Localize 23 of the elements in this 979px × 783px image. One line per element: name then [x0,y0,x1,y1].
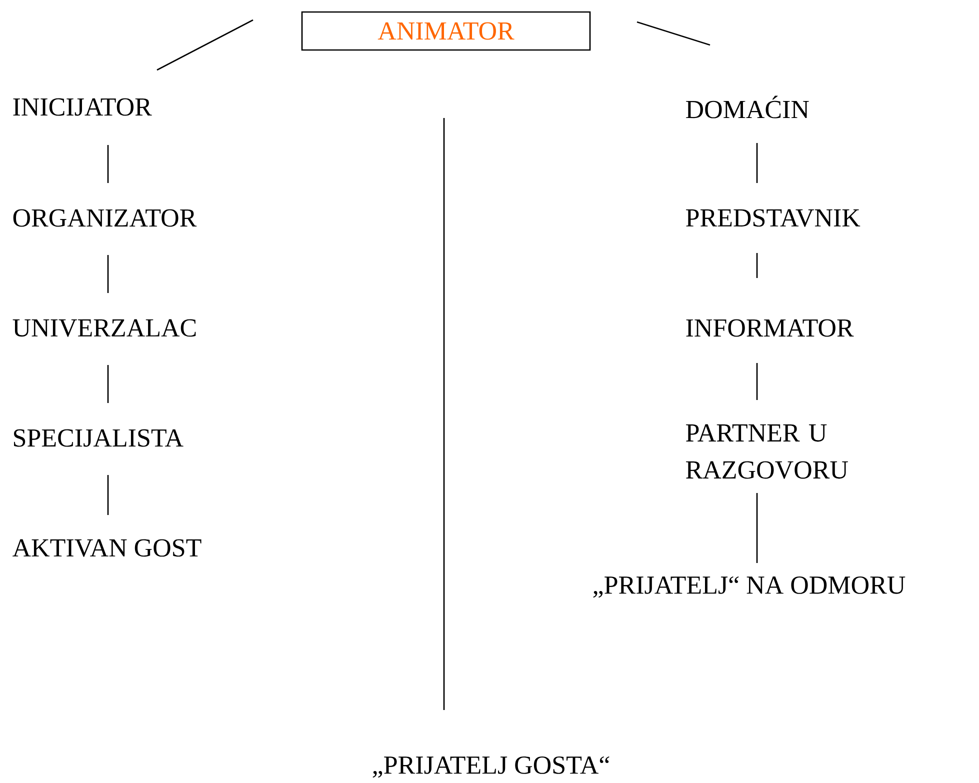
connector-line [107,365,109,403]
role-label: INICIJATOR [13,98,152,116]
role-label: SPECIJALISTA [14,429,184,447]
role-label: INFORMATOR [686,319,854,337]
title-box: ANIMATOR [301,11,591,51]
role-label: DOMAĆIN [686,96,809,118]
connector-line [107,145,109,183]
role-label: PARTNER U RAZGOVORU [686,424,848,479]
connector-line [756,363,758,400]
connector-line [156,19,254,71]
role-label: „PRIJATELJ“ NA ODMORU [593,576,906,598]
role-label: „PRIJATELJ GOSTA“ [372,756,610,778]
connector-line [756,493,758,563]
connector-line [443,118,445,710]
connector-line [107,255,109,293]
connector-line [107,475,109,515]
connector-line [756,253,758,278]
connector-line [756,143,758,183]
role-label: PREDSTAVNIK [686,209,860,227]
role-label: UNIVERZALAC [12,319,196,337]
role-label: ORGANIZATOR [13,209,197,227]
connector-line [636,21,710,46]
role-label: AKTIVAN GOST [12,539,202,557]
